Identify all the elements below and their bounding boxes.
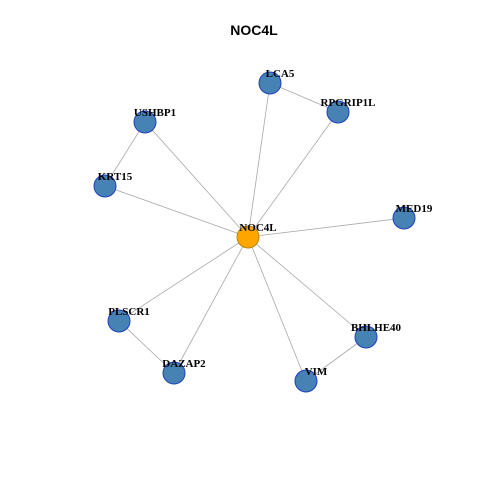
node-circle[interactable] bbox=[133, 110, 157, 134]
node-label: KRT15 bbox=[98, 171, 133, 183]
edge-noc4l-bhlhe40 bbox=[247, 236, 367, 338]
edge-noc4l-vim bbox=[247, 236, 307, 382]
node-circle[interactable] bbox=[93, 174, 117, 198]
graph-title: NOC4L bbox=[230, 22, 278, 38]
node-ushbp1[interactable]: USHBP1 bbox=[133, 107, 176, 134]
node-med19[interactable]: MED19 bbox=[392, 203, 433, 230]
node-krt15[interactable]: KRT15 bbox=[93, 171, 133, 198]
edge-noc4l-dazap2 bbox=[173, 236, 249, 374]
node-dazap2[interactable]: DAZAP2 bbox=[162, 358, 206, 385]
node-label: MED19 bbox=[396, 203, 433, 215]
node-circle[interactable] bbox=[107, 309, 131, 333]
node-label: DAZAP2 bbox=[162, 358, 206, 370]
node-lca5[interactable]: LCA5 bbox=[258, 68, 295, 95]
edge-plscr1-dazap2 bbox=[118, 320, 175, 374]
node-label: NOC4L bbox=[239, 222, 276, 234]
node-circle[interactable] bbox=[294, 369, 318, 393]
node-circle[interactable] bbox=[258, 71, 282, 95]
node-label: USHBP1 bbox=[134, 107, 176, 119]
node-label: VIM bbox=[305, 366, 328, 378]
node-circle[interactable] bbox=[326, 100, 350, 124]
node-noc4l[interactable]: NOC4L bbox=[236, 222, 277, 249]
edge-noc4l-krt15 bbox=[104, 185, 249, 238]
edge-noc4l-med19 bbox=[247, 217, 405, 238]
edge-bhlhe40-vim bbox=[305, 336, 367, 382]
edge-ushbp1-krt15 bbox=[104, 121, 146, 187]
node-plscr1[interactable]: PLSCR1 bbox=[107, 306, 150, 333]
node-circle[interactable] bbox=[162, 361, 186, 385]
node-rpgrip1l[interactable]: RPGRIP1L bbox=[321, 97, 376, 124]
edge-noc4l-plscr1 bbox=[118, 236, 249, 322]
node-circle[interactable] bbox=[354, 325, 378, 349]
node-label: RPGRIP1L bbox=[321, 97, 376, 109]
edge-layer bbox=[104, 82, 405, 382]
node-circle[interactable] bbox=[236, 225, 260, 249]
node-vim[interactable]: VIM bbox=[294, 366, 328, 393]
node-label: BHLHE40 bbox=[351, 322, 402, 334]
node-label: LCA5 bbox=[266, 68, 295, 80]
edge-noc4l-ushbp1 bbox=[144, 121, 249, 238]
edge-noc4l-rpgrip1l bbox=[247, 111, 339, 238]
node-bhlhe40[interactable]: BHLHE40 bbox=[351, 322, 402, 349]
node-label: PLSCR1 bbox=[108, 306, 150, 318]
edge-lca5-rpgrip1l bbox=[269, 82, 339, 113]
node-circle[interactable] bbox=[392, 206, 416, 230]
edge-noc4l-lca5 bbox=[247, 82, 271, 238]
